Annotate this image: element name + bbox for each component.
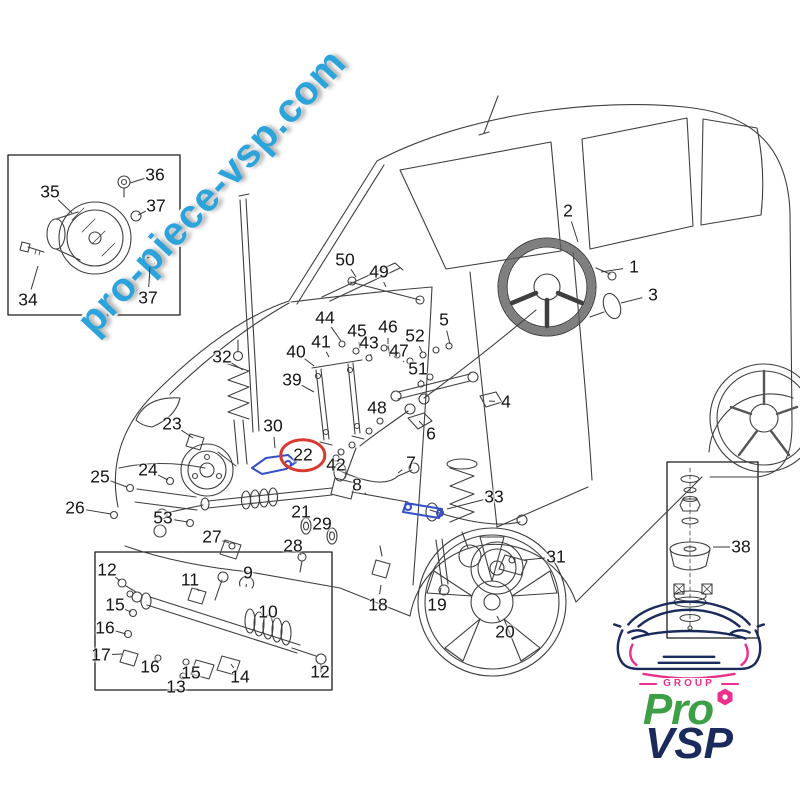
gearbox-inset-art bbox=[19, 175, 156, 278]
steering-arm-part-22 bbox=[250, 453, 298, 476]
link-part-33 bbox=[401, 501, 444, 520]
car-body bbox=[114, 95, 794, 617]
group-line-left bbox=[639, 682, 658, 685]
strut-mount-inset-art bbox=[669, 467, 713, 631]
rear-wheel bbox=[709, 363, 800, 473]
brand-logo: GROUP Pro VSP bbox=[600, 582, 778, 769]
steering-wheel bbox=[359, 237, 617, 447]
logo-group-row: GROUP bbox=[639, 678, 739, 689]
left-coil-spring bbox=[227, 363, 250, 420]
logo-pro-row: Pro bbox=[643, 685, 735, 735]
logo-vsp-text: VSP bbox=[644, 719, 734, 768]
antenna bbox=[478, 95, 499, 136]
hexagon-icon bbox=[715, 687, 735, 712]
logo-group-label: GROUP bbox=[663, 678, 715, 689]
logo-car-icon bbox=[613, 600, 765, 678]
inset-boxes bbox=[7, 154, 759, 691]
strut-rod bbox=[238, 193, 260, 433]
steering-rack-tube bbox=[207, 487, 333, 509]
right-coil-spring bbox=[449, 467, 475, 523]
logo-pro-text: Pro bbox=[642, 685, 714, 734]
rack-inset-art bbox=[117, 571, 327, 680]
front-wheel bbox=[417, 527, 567, 677]
group-line-right bbox=[720, 682, 739, 685]
suspension-cluster bbox=[109, 193, 528, 596]
inset-box-strut-mount bbox=[666, 461, 759, 639]
wiper-blade bbox=[321, 262, 404, 302]
highlighted-parts bbox=[250, 453, 445, 520]
inset-box-steering-rack bbox=[94, 551, 333, 691]
inset-box-gearbox bbox=[7, 154, 181, 316]
